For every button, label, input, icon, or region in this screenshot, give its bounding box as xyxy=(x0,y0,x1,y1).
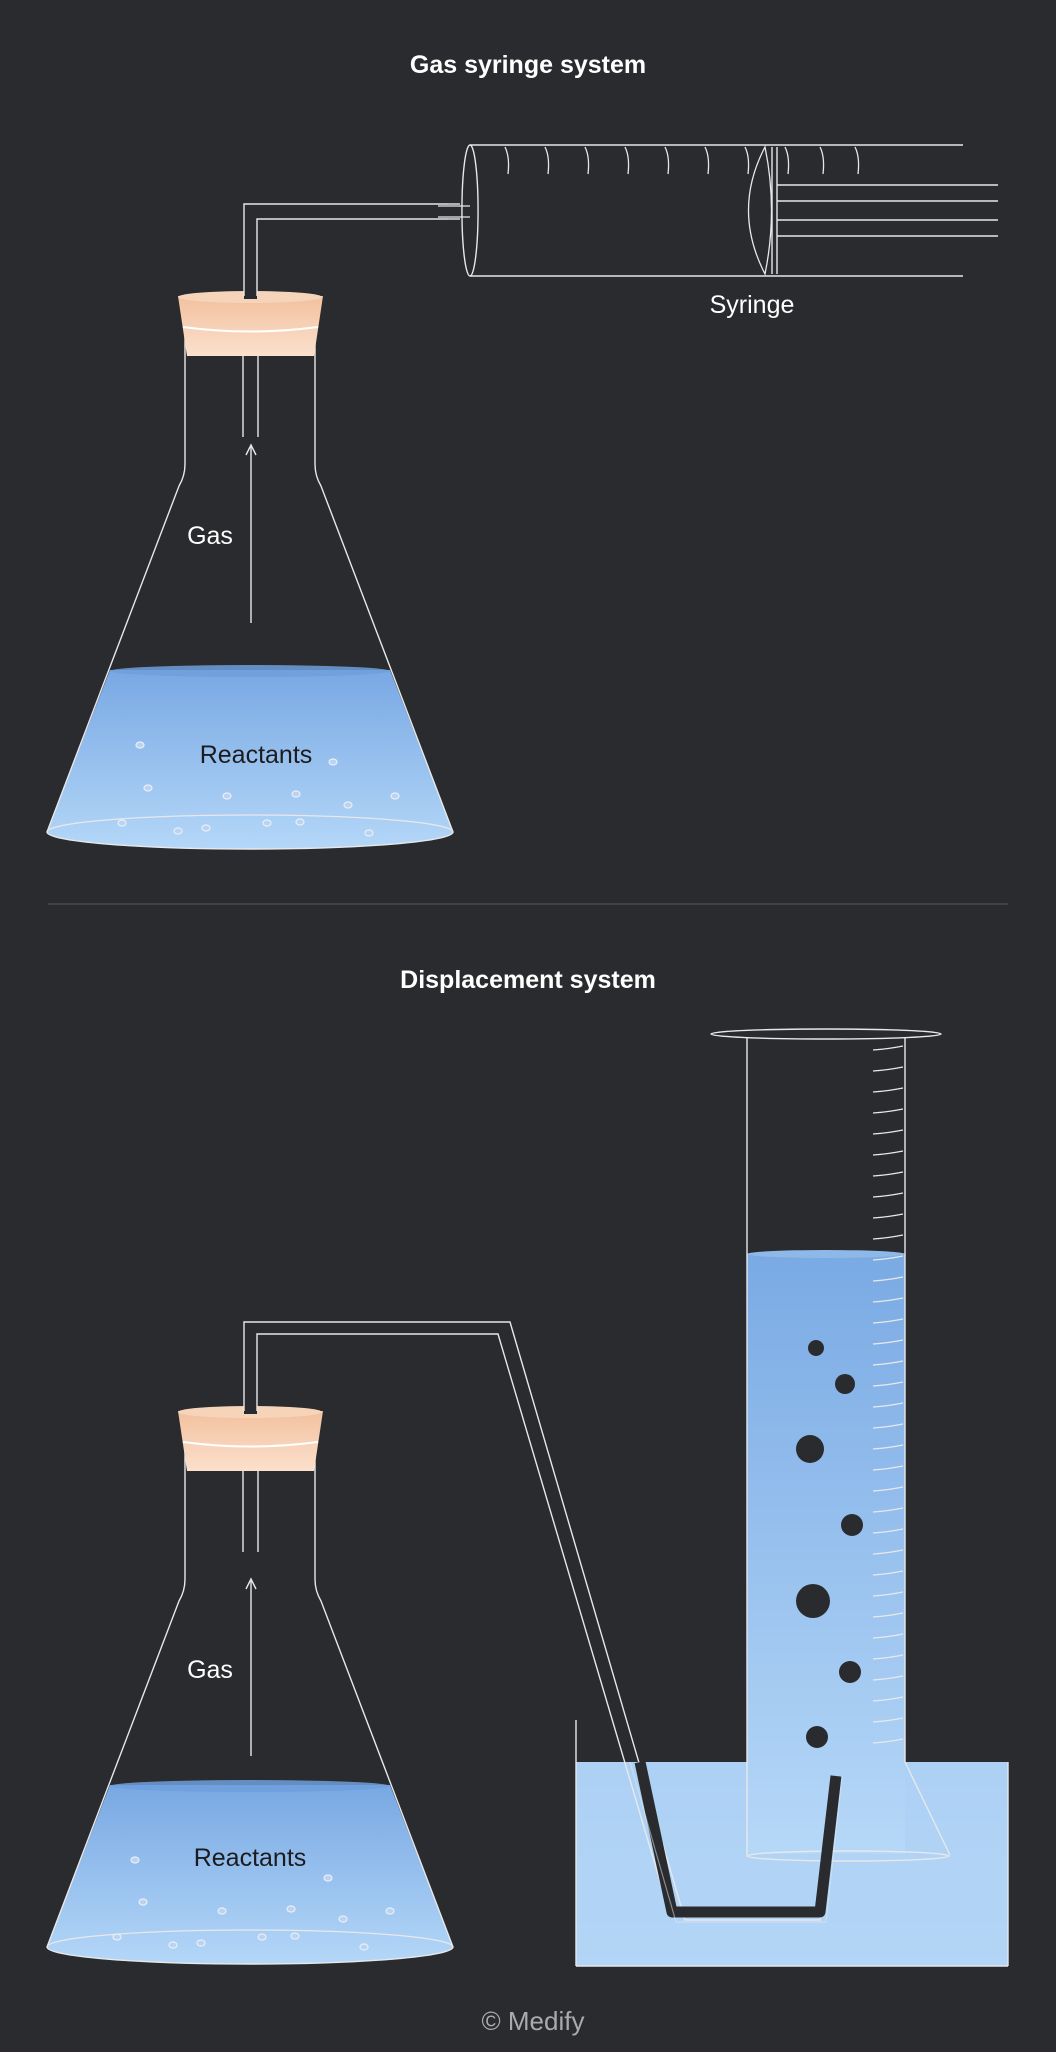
stopper-bottom xyxy=(178,1400,323,1471)
syringe-label: Syringe xyxy=(710,291,795,319)
gas-label-top: Gas xyxy=(187,522,233,550)
stopper-top xyxy=(178,285,323,356)
reactant-liquid-bottom xyxy=(47,1785,453,1964)
reactant-bubbles-top xyxy=(117,741,400,837)
delivery-tube-top xyxy=(243,203,448,296)
syringe xyxy=(461,144,998,277)
reactants-label-bottom: Reactants xyxy=(194,1844,307,1872)
gas-syringe-title: Gas syringe system xyxy=(410,51,646,79)
gas-label-bottom: Gas xyxy=(187,1656,233,1684)
flask-top: Reactants Gas xyxy=(46,328,454,850)
delivery-tube-bottom xyxy=(243,1321,843,1923)
cylinder-graduations xyxy=(872,1045,904,1744)
gas-bubbles-cylinder xyxy=(796,1340,863,1748)
measuring-cylinder xyxy=(710,1028,951,1862)
reactants-label-top: Reactants xyxy=(200,741,313,769)
displacement-title: Displacement system xyxy=(400,966,656,994)
flask-bottom: Reactants Gas xyxy=(46,1443,454,1965)
copyright-footer: © Medify xyxy=(482,2006,585,2036)
reactant-bubbles-bottom xyxy=(112,1856,395,1951)
